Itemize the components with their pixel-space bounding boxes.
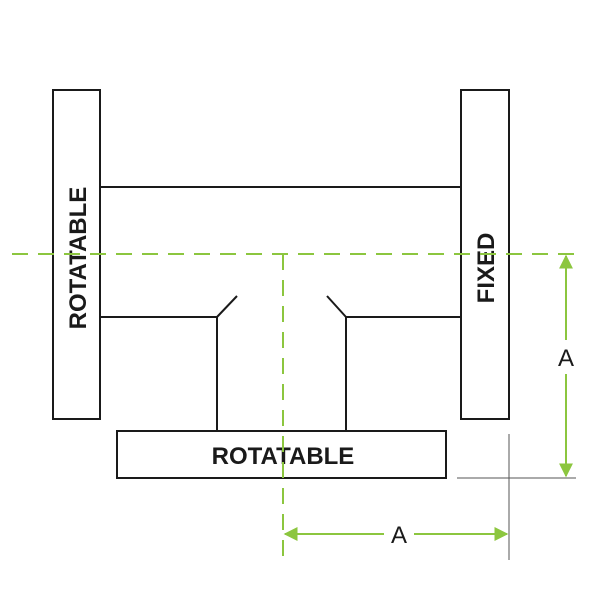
tee-branch-right-edge	[345, 316, 461, 431]
left-flange-label: ROTATABLE	[65, 187, 92, 330]
dimension-label-vertical: A	[558, 345, 574, 372]
bottom-flange	[116, 430, 447, 479]
dimension-label-horizontal: A	[391, 522, 407, 549]
weld-mark-left	[216, 295, 238, 318]
right-flange-label: FIXED	[473, 233, 500, 304]
tee-branch-left-edge	[100, 316, 218, 431]
dimension-label-bg-horizontal	[384, 520, 414, 550]
dimension-label-bg-vertical	[552, 340, 580, 374]
weld-mark-right	[326, 295, 347, 318]
